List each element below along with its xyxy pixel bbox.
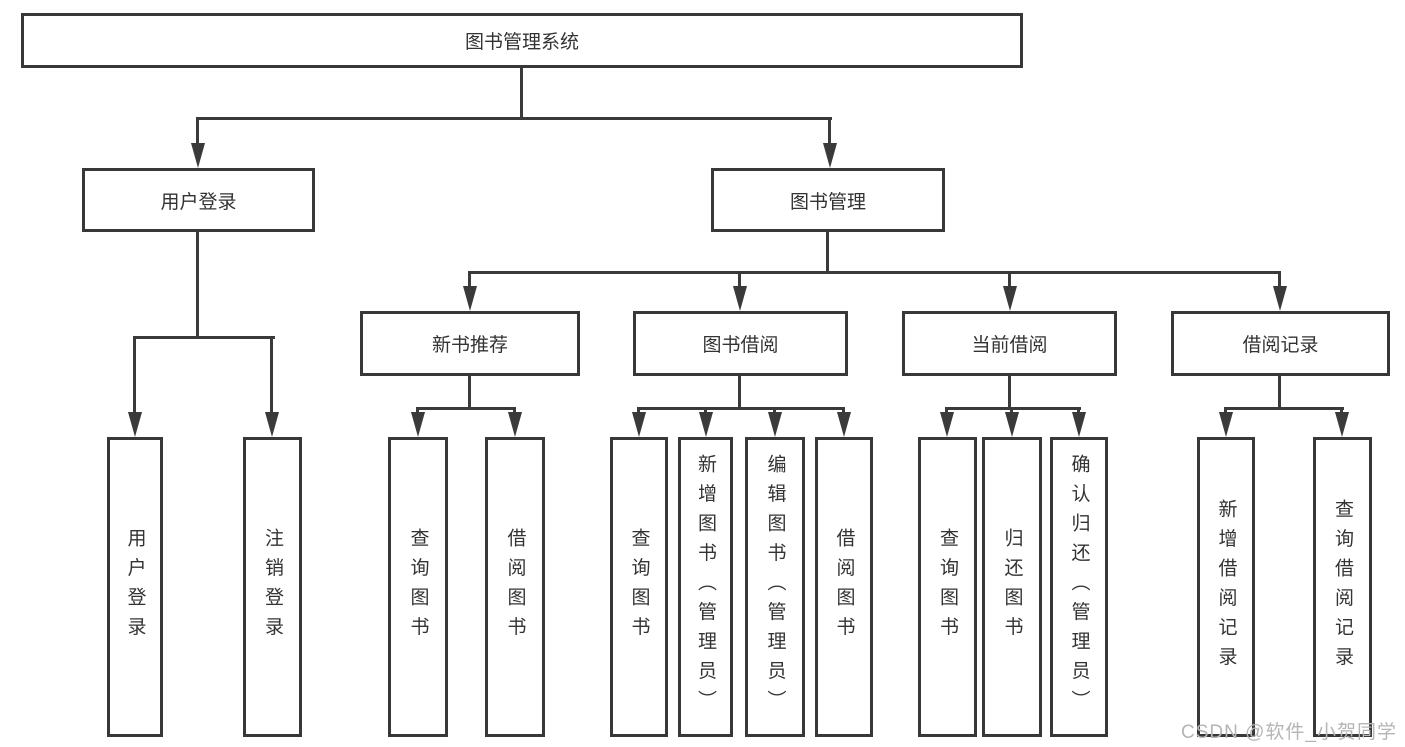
leaf-add-book-admin: 新增图书（管理员） <box>678 437 733 737</box>
connector-arrowhead <box>1335 412 1349 437</box>
node-root-label: 图书管理系统 <box>464 32 579 53</box>
connector-hline <box>945 407 1081 410</box>
connector-arrowhead <box>265 412 279 437</box>
leaf-edit-book-admin: 编辑图书（管理员） <box>745 437 805 737</box>
leaf-query-books-borrow: 查询图书 <box>610 437 668 737</box>
connector-vline <box>738 271 741 288</box>
connector-arrowhead <box>733 286 747 311</box>
connector-vline <box>945 407 948 415</box>
leaf-borrow-books-recommend-label: 借阅图书 <box>504 528 526 646</box>
watermark: CSDN @软件_小贺同学 <box>1181 722 1397 743</box>
leaf-add-borrow-record: 新增借阅记录 <box>1197 437 1255 737</box>
connector-vline <box>468 376 471 409</box>
connector-vline <box>1340 407 1343 415</box>
connector-vline <box>270 336 273 413</box>
node-book-borrow: 图书借阅 <box>633 311 848 376</box>
leaf-add-book-admin-label: 新增图书（管理员） <box>695 454 716 720</box>
connector-arrowhead <box>1003 286 1017 311</box>
leaf-borrow-books-borrow-label: 借阅图书 <box>833 528 855 646</box>
connector-hline <box>416 407 516 410</box>
connector-arrowhead <box>823 143 837 168</box>
node-book-management-label: 图书管理 <box>789 191 866 213</box>
node-current-borrow: 当前借阅 <box>902 311 1117 376</box>
connector-arrowhead <box>837 412 851 437</box>
connector-vline <box>133 336 136 413</box>
leaf-query-books-recommend: 查询图书 <box>388 437 448 737</box>
connector-hline <box>1224 407 1344 410</box>
connector-arrowhead <box>463 286 477 311</box>
connector-vline <box>1278 271 1281 288</box>
leaf-edit-book-admin-label: 编辑图书（管理员） <box>764 454 786 720</box>
leaf-logout: 注销登录 <box>243 437 302 737</box>
connector-arrowhead <box>1072 412 1086 437</box>
node-book-management: 图书管理 <box>711 168 945 232</box>
connector-vline <box>1008 271 1011 288</box>
connector-vline <box>773 407 776 415</box>
connector-vline <box>704 407 707 415</box>
connector-vline <box>416 407 419 415</box>
node-new-book-recommend: 新书推荐 <box>360 311 580 376</box>
connector-vline <box>468 271 471 288</box>
connector-vline <box>520 68 523 119</box>
connector-arrowhead <box>508 412 522 437</box>
leaf-query-books-current: 查询图书 <box>918 437 977 737</box>
connector-vline <box>196 117 199 145</box>
leaf-user-login: 用户登录 <box>107 437 163 737</box>
connector-hline <box>637 407 845 410</box>
connector-vline <box>1010 407 1013 415</box>
node-current-borrow-label: 当前借阅 <box>971 335 1048 356</box>
leaf-user-login-label: 用户登录 <box>124 528 146 646</box>
connector-arrowhead <box>411 412 425 437</box>
connector-hline <box>468 271 1281 274</box>
connector-vline <box>1278 376 1281 409</box>
connector-arrowhead <box>699 412 713 437</box>
connector-arrowhead <box>632 412 646 437</box>
connector-vline <box>826 232 829 273</box>
connector-arrowhead <box>768 412 782 437</box>
connector-vline <box>1008 376 1011 409</box>
leaf-query-books-borrow-label: 查询图书 <box>628 528 650 646</box>
connector-hline <box>196 117 832 120</box>
connector-vline <box>513 407 516 415</box>
leaf-add-borrow-record-label: 新增借阅记录 <box>1215 498 1237 676</box>
leaf-return-book-label: 归还图书 <box>1001 528 1023 646</box>
leaf-query-borrow-record: 查询借阅记录 <box>1313 437 1372 737</box>
connector-vline <box>842 407 845 415</box>
connector-hline <box>133 336 275 339</box>
leaf-query-books-recommend-label: 查询图书 <box>407 528 429 646</box>
connector-arrowhead <box>940 412 954 437</box>
leaf-query-borrow-record-label: 查询借阅记录 <box>1332 498 1353 676</box>
leaf-query-books-current-label: 查询图书 <box>937 528 958 646</box>
node-user-login-label: 用户登录 <box>160 191 237 213</box>
connector-arrowhead <box>1219 412 1233 437</box>
connector-arrowhead <box>1273 286 1287 311</box>
connector-vline <box>1224 407 1227 415</box>
node-user-login: 用户登录 <box>82 168 315 232</box>
connector-arrowhead <box>191 143 205 168</box>
leaf-borrow-books-recommend: 借阅图书 <box>485 437 545 737</box>
connector-vline <box>828 117 831 145</box>
connector-arrowhead <box>128 412 142 437</box>
leaf-logout-label: 注销登录 <box>262 528 283 646</box>
leaf-confirm-return-admin: 确认归还（管理员） <box>1050 437 1108 737</box>
node-new-book-recommend-label: 新书推荐 <box>431 335 508 356</box>
node-borrow-records-label: 借阅记录 <box>1242 335 1319 356</box>
node-book-borrow-label: 图书借阅 <box>702 335 779 356</box>
leaf-return-book: 归还图书 <box>982 437 1042 737</box>
connector-arrowhead <box>1005 412 1019 437</box>
node-root: 图书管理系统 <box>21 13 1023 68</box>
node-borrow-records: 借阅记录 <box>1171 311 1390 376</box>
connector-vline <box>196 232 199 338</box>
connector-vline <box>1077 407 1080 415</box>
leaf-borrow-books-borrow: 借阅图书 <box>815 437 873 737</box>
leaf-confirm-return-admin-label: 确认归还（管理员） <box>1068 454 1090 720</box>
connector-vline <box>637 407 640 415</box>
connector-vline <box>738 376 741 409</box>
